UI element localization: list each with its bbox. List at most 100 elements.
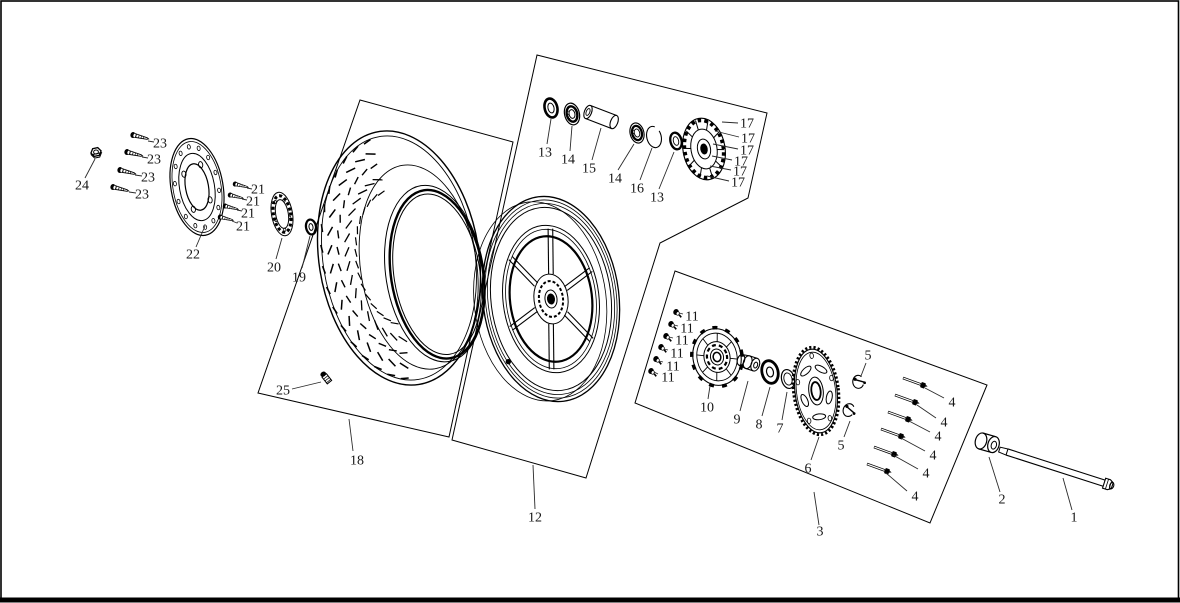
callout-leader-21 (246, 187, 253, 190)
callout-label-4: 4 (930, 449, 937, 464)
panel-outlines (257, 54, 988, 524)
callout-leader-19 (301, 235, 311, 269)
sprocket-slots (800, 364, 833, 421)
callout-label-11: 11 (675, 334, 688, 349)
tire-panel-outline (257, 99, 514, 438)
callout-label-11: 11 (670, 347, 683, 362)
callout-leader-17 (714, 130, 740, 138)
brake-disc (169, 137, 225, 237)
callout-label-4: 4 (923, 467, 930, 482)
callout-leader-1 (1062, 477, 1073, 511)
callout-leader-23 (147, 140, 155, 143)
callout-label-21: 21 (246, 195, 260, 210)
callout-leader-2 (988, 456, 1001, 493)
circlip (645, 125, 663, 149)
callout-leader-20 (275, 237, 283, 260)
rim-valve-hole (505, 358, 512, 365)
callout-label-21: 21 (251, 183, 265, 198)
callout-label-23: 23 (147, 153, 161, 168)
axle-spacer (974, 432, 1000, 454)
callout-label-10: 10 (700, 401, 714, 416)
axle-spacer-tube (583, 104, 619, 130)
valve-stem (320, 371, 333, 385)
callout-label-17: 17 (741, 132, 755, 147)
callout-leader-17 (712, 143, 739, 150)
callout-label-17: 17 (731, 176, 745, 191)
oil-seal-left (543, 97, 559, 119)
callout-label-18: 18 (350, 454, 364, 469)
callout-leader-21 (236, 209, 243, 212)
hub-flange-vanes (696, 333, 738, 381)
callout-label-13: 13 (650, 191, 664, 206)
callout-leader-6 (810, 436, 820, 461)
callout-label-17: 17 (740, 117, 754, 132)
callout-label-15: 15 (582, 162, 596, 177)
callout-leader-11 (673, 324, 679, 327)
callout-leader-11 (658, 360, 664, 363)
hub-bearing (760, 359, 780, 385)
callout-leader-11 (653, 371, 659, 375)
callout-label-23: 23 (135, 188, 149, 203)
cush-hub-vanes (683, 120, 725, 178)
callout-label-23: 23 (141, 171, 155, 186)
callout-leader-5 (860, 362, 867, 377)
hub-bushing (736, 354, 761, 372)
callout-leader-17 (711, 155, 733, 161)
callout-leader-13 (658, 151, 675, 190)
sprocket-bolt-holes (795, 352, 834, 424)
tire-tread (320, 138, 409, 380)
callout-label-25: 25 (276, 384, 290, 399)
callout-label-24: 24 (75, 179, 89, 194)
callout-label-5: 5 (838, 439, 845, 454)
callout-label-21: 21 (241, 207, 255, 222)
callout-label-6: 6 (805, 462, 812, 477)
sprocket-panel-outline (634, 270, 988, 524)
callout-label-11: 11 (666, 360, 679, 375)
callout-label-8: 8 (756, 418, 763, 433)
callout-leader-11 (678, 312, 684, 315)
callout-leader-7 (781, 391, 788, 421)
callout-leader-4 (924, 387, 945, 399)
callout-leader-25 (291, 381, 322, 390)
callout-label-17: 17 (740, 144, 754, 159)
callout-label-11: 11 (685, 310, 698, 325)
callout-label-4: 4 (935, 430, 942, 445)
callout-leader-9 (739, 380, 749, 412)
callout-label-14: 14 (561, 153, 575, 168)
callout-leader-22 (195, 225, 206, 248)
callout-leader-11 (668, 336, 674, 339)
callout-label-4: 4 (949, 396, 956, 411)
callout-leader-3 (813, 491, 820, 526)
callout-leader-4 (885, 472, 908, 492)
callout-label-4: 4 (912, 490, 919, 505)
wheel-rim (473, 195, 621, 403)
callout-label-22: 22 (186, 248, 200, 263)
callout-label-9: 9 (734, 413, 741, 428)
callout-label-16: 16 (630, 182, 644, 197)
wheel-spokes (508, 228, 594, 370)
callout-label-11: 11 (680, 322, 693, 337)
callout-label-7: 7 (777, 422, 784, 437)
callout-label-13: 13 (538, 146, 552, 161)
callout-leader-23 (134, 174, 143, 177)
bearing-right (629, 122, 645, 144)
callout-leader-14 (617, 143, 635, 171)
callout-leader-15 (591, 127, 602, 161)
callout-leader-23 (141, 156, 149, 159)
callout-leader-17 (721, 121, 739, 124)
callout-leader-4 (892, 454, 919, 470)
callout-label-11: 11 (661, 371, 674, 386)
callout-label-5: 5 (865, 349, 872, 364)
callout-leader-23 (128, 191, 137, 194)
rear-axle (998, 446, 1115, 491)
callout-leader-10 (707, 385, 711, 400)
bearing-left (563, 102, 581, 126)
callout-leader-4 (908, 420, 931, 433)
callout-leader-12 (532, 464, 536, 510)
callout-label-14: 14 (608, 172, 622, 187)
callout-leader-21 (241, 198, 248, 201)
callout-label-2: 2 (999, 493, 1006, 508)
oil-seal-right (669, 131, 683, 151)
callout-leader-17 (706, 175, 730, 182)
